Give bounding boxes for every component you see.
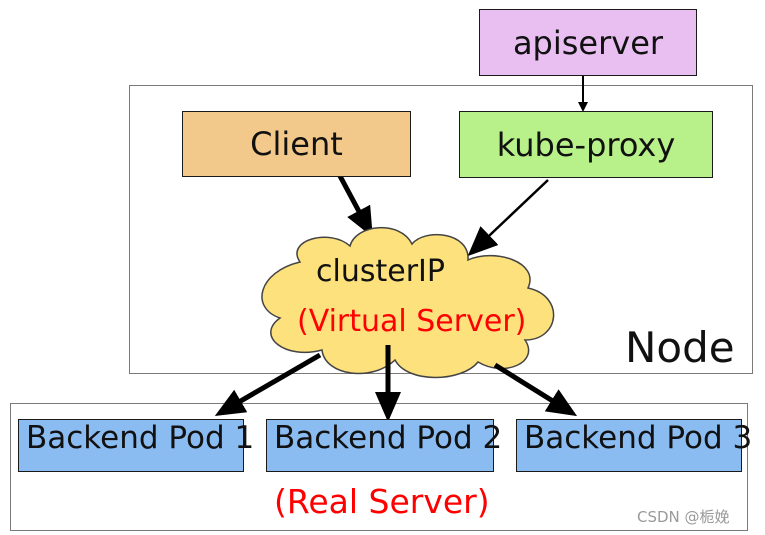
clusterip-title: clusterIP	[316, 254, 445, 289]
kube-proxy-label: kube-proxy	[496, 125, 676, 164]
real-server-caption: (Real Server)	[274, 482, 490, 521]
client-box: Client	[182, 111, 411, 177]
backend-pod-3: Backend Pod 3	[516, 419, 752, 472]
backend-pod-1-label: Backend Pod 1	[26, 420, 255, 456]
arrow-clusterip-to-pod-1	[214, 352, 322, 417]
client-label: Client	[250, 125, 343, 163]
backend-pod-1: Backend Pod 1	[18, 419, 254, 472]
apiserver-label: apiserver	[512, 23, 664, 62]
watermark: CSDN @栀娩	[637, 508, 730, 526]
backend-pod-2: Backend Pod 2	[266, 419, 502, 472]
kube-proxy-box: kube-proxy	[459, 111, 713, 178]
node-label: Node	[625, 323, 735, 372]
backend-pod-3-label: Backend Pod 3	[524, 420, 753, 456]
arrow-client-to-clusterip	[337, 174, 373, 238]
clusterip-cloud	[261, 227, 555, 379]
apiserver-box: apiserver	[479, 9, 697, 76]
clusterip-subtitle: (Virtual Server)	[297, 304, 527, 339]
backend-pod-2-label: Backend Pod 2	[274, 420, 503, 456]
arrow-kube-proxy-to-clusterip	[467, 179, 549, 257]
arrow-clusterip-to-pod-3	[493, 362, 578, 417]
